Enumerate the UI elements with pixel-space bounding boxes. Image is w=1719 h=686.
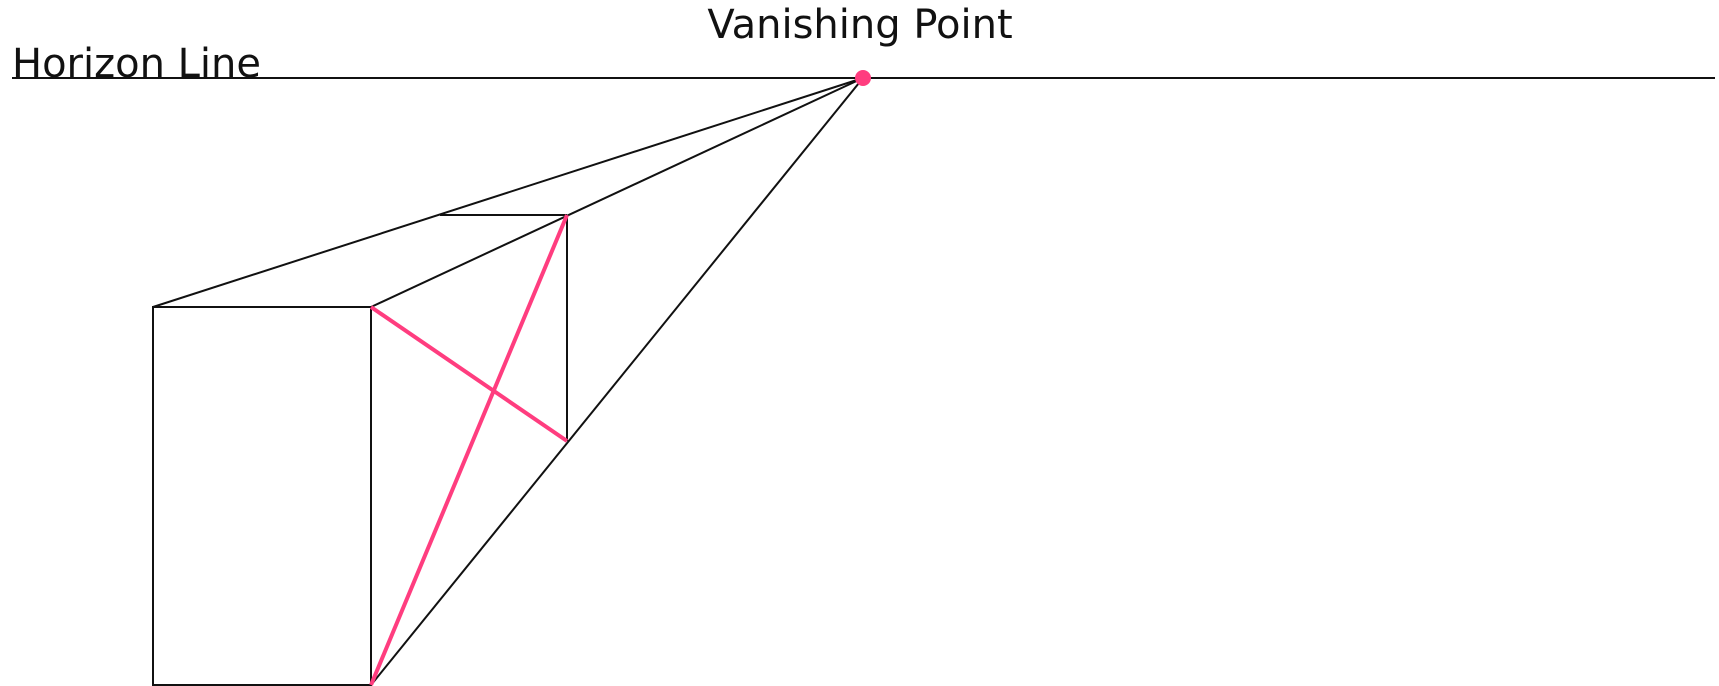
orthogonal-top-right <box>370 77 864 308</box>
diagonal-line-1 <box>369 305 569 443</box>
diagonal-line-2 <box>369 214 569 686</box>
orthogonal-top-left <box>152 77 864 308</box>
horizon-line-label: Horizon Line <box>12 41 261 87</box>
box-front-face <box>152 306 372 686</box>
vanishing-point-label: Vanishing Point <box>707 2 1012 48</box>
orthogonal-bottom-right <box>370 77 864 686</box>
vanishing-point-dot <box>855 70 871 86</box>
